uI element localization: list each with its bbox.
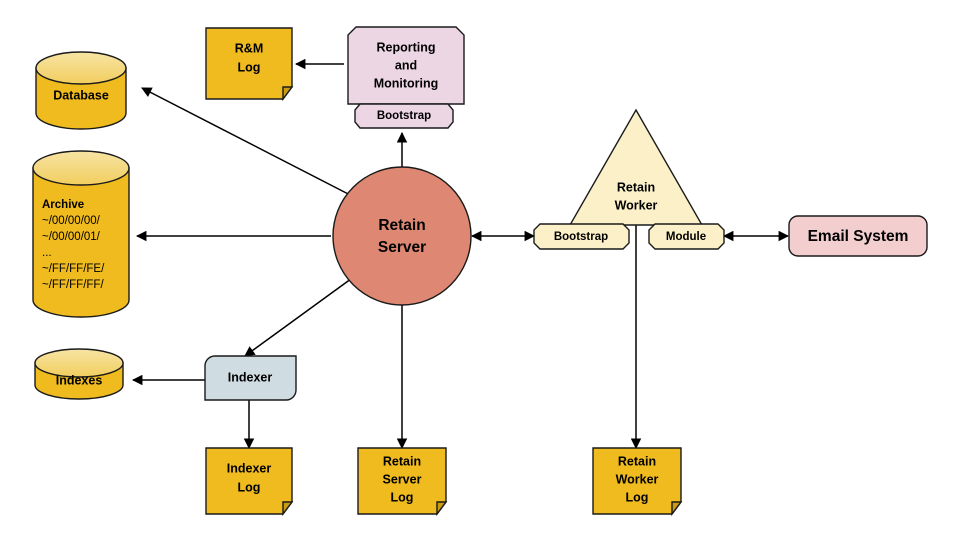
- node-archive[interactable]: Archive ~/00/00/00/ ~/00/00/01/ ... ~/FF…: [32, 150, 130, 318]
- archive-line-5: ~/FF/FF/FF/: [42, 279, 104, 291]
- retain-worker-log-line-2: Worker: [616, 472, 659, 486]
- node-email-system[interactable]: Email System: [788, 215, 928, 257]
- archive-line-3: ...: [42, 247, 52, 259]
- retain-server-log-line-2: Server: [383, 472, 422, 486]
- node-database[interactable]: Database: [35, 51, 127, 130]
- rm-log-line-2: Log: [238, 60, 261, 74]
- rm-bootstrap-label: Bootstrap: [377, 110, 431, 122]
- indexer-log-line-1: Indexer: [227, 461, 272, 475]
- archive-line-4: ~/FF/FF/FE/: [42, 263, 105, 275]
- archive-line-2: ~/00/00/01/: [42, 231, 101, 243]
- worker-bootstrap-label: Bootstrap: [554, 231, 608, 243]
- worker-module-label: Module: [666, 231, 706, 243]
- retain-server-log-line-1: Retain: [383, 454, 421, 468]
- node-retain-server-log[interactable]: Retain Server Log: [357, 447, 448, 517]
- retain-server-log-line-3: Log: [391, 490, 414, 504]
- node-reporting-monitoring[interactable]: Reporting and Monitoring: [347, 26, 465, 105]
- indexer-log-line-2: Log: [238, 480, 261, 494]
- archive-heading: Archive: [42, 199, 84, 211]
- indexer-label: Indexer: [228, 370, 273, 384]
- node-rm-bootstrap[interactable]: Bootstrap: [354, 103, 454, 129]
- node-rm-log[interactable]: R&M Log: [205, 27, 294, 102]
- retain-worker-log-line-3: Log: [626, 490, 649, 504]
- edges-layer: [131, 58, 790, 450]
- node-retain-worker-log[interactable]: Retain Worker Log: [592, 447, 683, 517]
- retain-worker-line-2: Worker: [615, 198, 658, 212]
- retain-server-line-2: Server: [378, 239, 426, 256]
- retain-worker-line-1: Retain: [617, 180, 655, 194]
- retain-worker-log-line-1: Retain: [618, 454, 656, 468]
- node-worker-bootstrap[interactable]: Bootstrap: [533, 223, 630, 250]
- email-system-label: Email System: [808, 228, 909, 245]
- node-indexer[interactable]: Indexer: [204, 355, 297, 401]
- node-indexes[interactable]: Indexes: [34, 348, 124, 400]
- indexes-label: Indexes: [56, 373, 103, 387]
- edge-server-to-indexer: [244, 275, 356, 357]
- retain-server-line-1: Retain: [378, 217, 425, 234]
- reporting-line-2: and: [395, 58, 417, 72]
- database-label: Database: [53, 88, 109, 102]
- rm-log-line-1: R&M: [235, 41, 263, 55]
- node-retain-worker[interactable]: Retain Worker: [568, 108, 704, 226]
- node-worker-module[interactable]: Module: [648, 223, 725, 250]
- edge-server-to-database: [141, 87, 357, 199]
- archive-line-1: ~/00/00/00/: [42, 215, 101, 227]
- node-retain-server[interactable]: Retain Server: [332, 166, 472, 306]
- reporting-line-1: Reporting: [376, 40, 435, 54]
- node-indexer-log[interactable]: Indexer Log: [205, 447, 294, 517]
- reporting-line-3: Monitoring: [374, 76, 439, 90]
